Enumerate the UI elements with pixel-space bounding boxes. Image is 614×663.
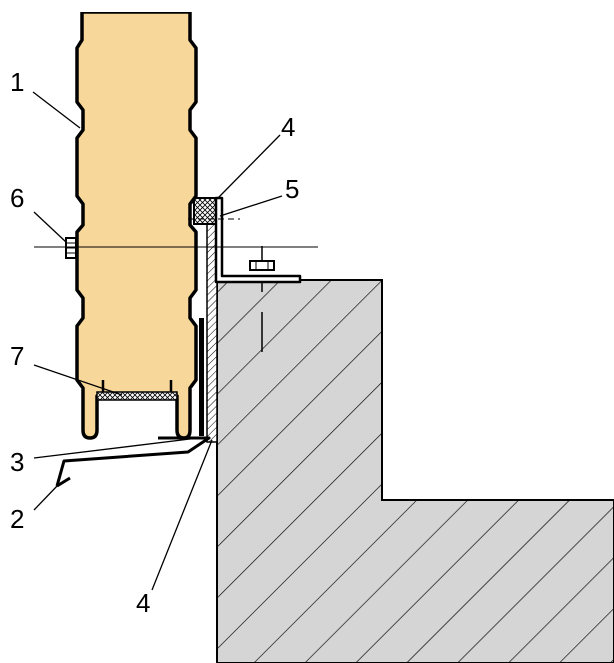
leader-4-top [217,134,281,199]
leader-lines [32,91,283,591]
leader-3 [33,437,199,459]
callout-2: 2 [10,504,24,534]
seal-strip [96,391,178,401]
sandwich-panel [75,0,198,440]
callout-4-top: 4 [281,112,295,142]
leader-6 [33,211,67,243]
callout-4-bottom: 4 [136,588,150,618]
concrete-foundation [216,279,614,663]
panel-top-cut [80,0,193,12]
callout-1: 1 [10,67,24,97]
panel-screw [65,237,77,259]
anchor-bolt [249,246,275,352]
leader-1 [32,91,81,129]
inner-flashing [199,318,204,436]
drip-tip [56,476,71,488]
callout-5: 5 [285,174,299,204]
callout-7: 7 [10,341,24,371]
panel-body [75,10,198,440]
callout-3: 3 [10,447,24,477]
top-seal-block [193,197,217,225]
leader-5 [219,195,283,217]
leader-2 [33,484,59,511]
angle-bracket [214,196,302,284]
leader-7 [33,364,123,396]
callout-6: 6 [10,183,24,213]
leader-4-bottom [151,439,213,591]
drip-flashing [55,436,211,487]
